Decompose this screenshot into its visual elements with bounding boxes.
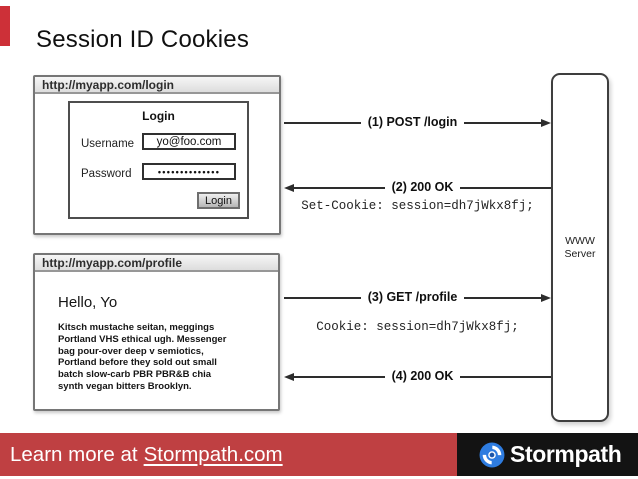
login-form-title: Login — [142, 109, 175, 123]
address-bar-profile: http://myapp.com/profile — [35, 255, 278, 272]
browser-window-profile: http://myapp.com/profile Hello, Yo Kitsc… — [33, 253, 280, 411]
password-value: •••••••••••••• — [157, 166, 221, 177]
username-input[interactable]: yo@foo.com — [142, 133, 236, 150]
arrowhead-right-icon — [541, 294, 551, 302]
browser-window-login: http://myapp.com/login Login Username yo… — [33, 75, 281, 235]
arrowhead-left-icon — [284, 184, 294, 192]
footer-red-band — [0, 433, 457, 476]
arrowhead-left-icon — [284, 373, 294, 381]
username-label: Username — [81, 138, 135, 150]
stormpath-logo: Stormpath — [479, 433, 622, 476]
arrow-get-profile: (3) GET /profile — [284, 290, 551, 305]
url-profile: http://myapp.com/profile — [42, 255, 183, 270]
arrow-200-ok-profile: (4) 200 OK — [284, 369, 551, 384]
arrow-3-label: (3) GET /profile — [367, 290, 458, 304]
arrow-2-label: (2) 200 OK — [391, 180, 454, 194]
arrow-200-ok-login: (2) 200 OK — [284, 180, 551, 195]
red-accent-bar — [0, 6, 10, 46]
stormpath-wordmark: Stormpath — [510, 441, 622, 467]
password-input[interactable]: •••••••••••••• — [142, 163, 236, 180]
address-bar-login: http://myapp.com/login — [35, 77, 279, 94]
arrowhead-right-icon — [541, 119, 551, 127]
url-login: http://myapp.com/login — [42, 77, 174, 92]
page-title: Session ID Cookies — [36, 26, 250, 53]
arrow-1-label: (1) POST /login — [367, 115, 458, 129]
set-cookie-header: Set-Cookie: session=dh7jWkx8fj; — [301, 199, 534, 213]
login-button[interactable]: Login — [197, 192, 240, 209]
footer-learn-more: Learn more at Stormpath.com — [10, 433, 283, 476]
password-label: Password — [81, 168, 132, 180]
profile-body-text: Kitsch mustache seitan, meggings Portlan… — [58, 322, 227, 392]
arrow-post-login: (1) POST /login — [284, 115, 551, 130]
profile-page-content: Hello, Yo Kitsch mustache seitan, meggin… — [35, 272, 278, 407]
login-page-content: Login Username yo@foo.com Password •••••… — [35, 94, 279, 231]
footer-bar: Learn more at Stormpath.com Stormpath — [0, 433, 638, 476]
footer-text-prefix: Learn more at — [10, 442, 138, 466]
cookie-header: Cookie: session=dh7jWkx8fj; — [316, 320, 519, 334]
arrow-4-label: (4) 200 OK — [391, 369, 454, 383]
username-value: yo@foo.com — [156, 135, 222, 148]
profile-greeting: Hello, Yo — [58, 294, 118, 311]
login-form: Login Username yo@foo.com Password •••••… — [68, 101, 249, 219]
www-server-box: WWW Server — [551, 73, 609, 422]
www-server-label: WWW Server — [564, 234, 596, 260]
stormpath-swirl-icon — [479, 442, 505, 467]
stormpath-link[interactable]: Stormpath.com — [143, 442, 283, 466]
